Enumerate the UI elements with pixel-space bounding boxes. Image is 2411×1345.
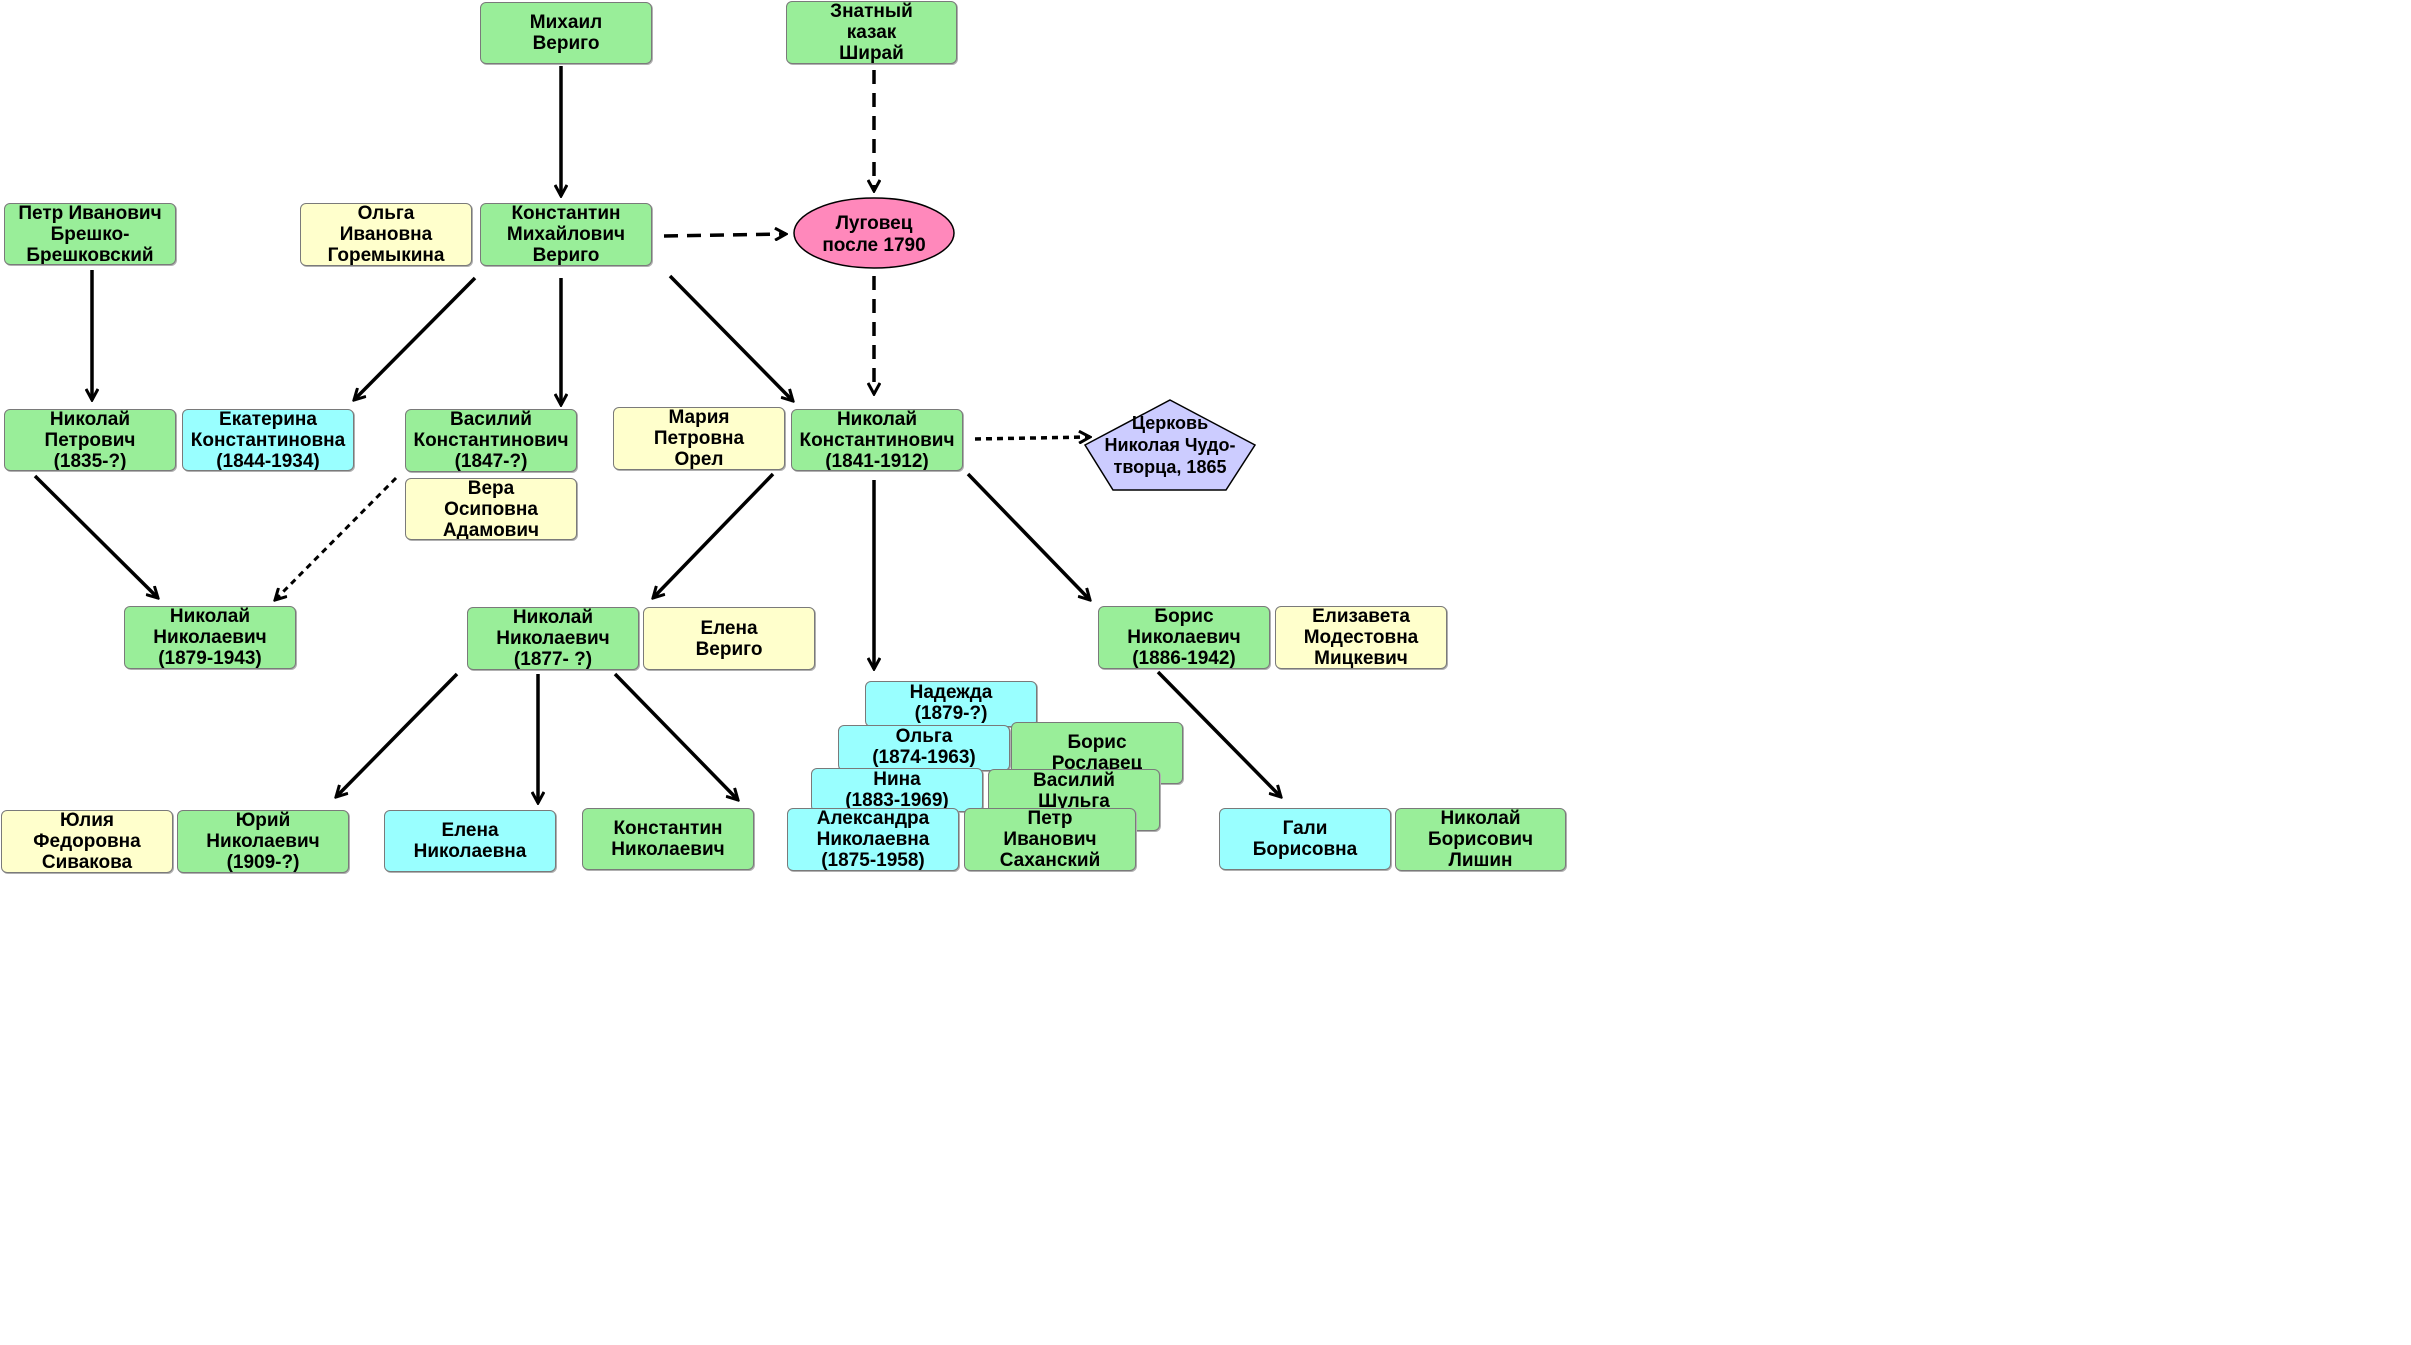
person-elena-nikolaevna: Елена Николаевна	[384, 810, 556, 872]
person-boris-nikolaevich: Борис Николаевич (1886-1942)	[1098, 606, 1270, 669]
arrow-konstantin-lugovets	[663, 234, 786, 236]
person-nikolai-borisovich: Николай Борисович Лишин	[1395, 808, 1566, 871]
person-vera-adamovich: Вера Осиповна Адамович	[405, 478, 577, 540]
person-yurii-nikolaevich: Юрий Николаевич (1909-?)	[177, 810, 349, 873]
arrow-nikolai-k-church	[974, 437, 1090, 439]
person-yulia-sivakova: Юлия Федоровна Сивакова	[1, 810, 173, 873]
lugovets-label-line1: Луговец	[836, 213, 913, 234]
arrow-konstantin-ekaterina	[354, 276, 477, 400]
arrow-nikolai-k-nikolai-1877	[653, 472, 775, 598]
family-tree-canvas: Луговец после 1790 Церковь Николая Чудо-…	[33, 66, 1568, 876]
lugovets-oval	[793, 197, 955, 269]
arrow-nikolai-petrovich-nikolai-1879	[33, 474, 158, 598]
person-olga-1874: Ольга (1874-1963)	[838, 725, 1010, 771]
person-petr-sakhanskii: Петр Иванович Саханский	[964, 808, 1136, 871]
person-aleksandra: Александра Николаевна (1875-1958)	[787, 808, 959, 871]
arrow-boris-gali	[1156, 670, 1281, 797]
person-nikolai-nikolaevich-1877: Николай Николаевич (1877- ?)	[467, 607, 639, 670]
person-olga-goremykina: Ольга Ивановна Горемыкина	[300, 203, 472, 266]
person-gali-borisovna: Гали Борисовна	[1219, 808, 1391, 870]
person-maria-orel: Мария Петровна Орел	[613, 407, 785, 470]
church-label-line2: Николая Чудо-	[1105, 435, 1236, 455]
arrow-nikolai-k-boris	[966, 472, 1090, 600]
church-pentagon	[1083, 399, 1257, 491]
person-konstantin-nikolaevich: Константин Николаевич	[582, 808, 754, 870]
person-ekaterina: Екатерина Константиновна (1844-1934)	[182, 409, 354, 471]
person-elizaveta-mitskevich: Елизавета Модестовна Мицкевич	[1275, 606, 1447, 669]
arrow-nikolai-1877-yurii	[336, 672, 459, 797]
church-label-line1: Церковь	[1132, 413, 1208, 433]
person-nikolai-konstantinovich: Николай Константинович (1841-1912)	[791, 409, 963, 471]
person-petr-breshko: Петр Иванович Брешко- Брешковский	[4, 203, 176, 265]
arrow-nikolai-1877-konstantin-n	[613, 672, 738, 800]
lugovets-label-line2: после 1790	[822, 235, 925, 256]
person-nadezhda: Надежда (1879-?)	[865, 681, 1037, 727]
church-label-line3: творца, 1865	[1114, 457, 1227, 477]
person-mikhail-verigo: Михаил Вериго	[480, 2, 652, 64]
person-shirai: Знатный казак Ширай	[786, 1, 957, 64]
person-vasilii-konstantinovich: Василий Константинович (1847-?)	[405, 409, 577, 472]
person-nikolai-petrovich: Николай Петрович (1835-?)	[4, 409, 176, 471]
arrow-konstantin-nikolai-k	[668, 274, 793, 401]
person-elena-verigo: Елена Вериго	[643, 607, 815, 670]
person-nikolai-nikolaevich-1879: Николай Николаевич (1879-1943)	[124, 606, 296, 669]
person-konstantin-verigo: Константин Михайлович Вериго	[480, 203, 652, 266]
person-nina: Нина (1883-1969)	[811, 768, 983, 812]
arrow-vasilii-nikolai-1879	[275, 476, 398, 600]
